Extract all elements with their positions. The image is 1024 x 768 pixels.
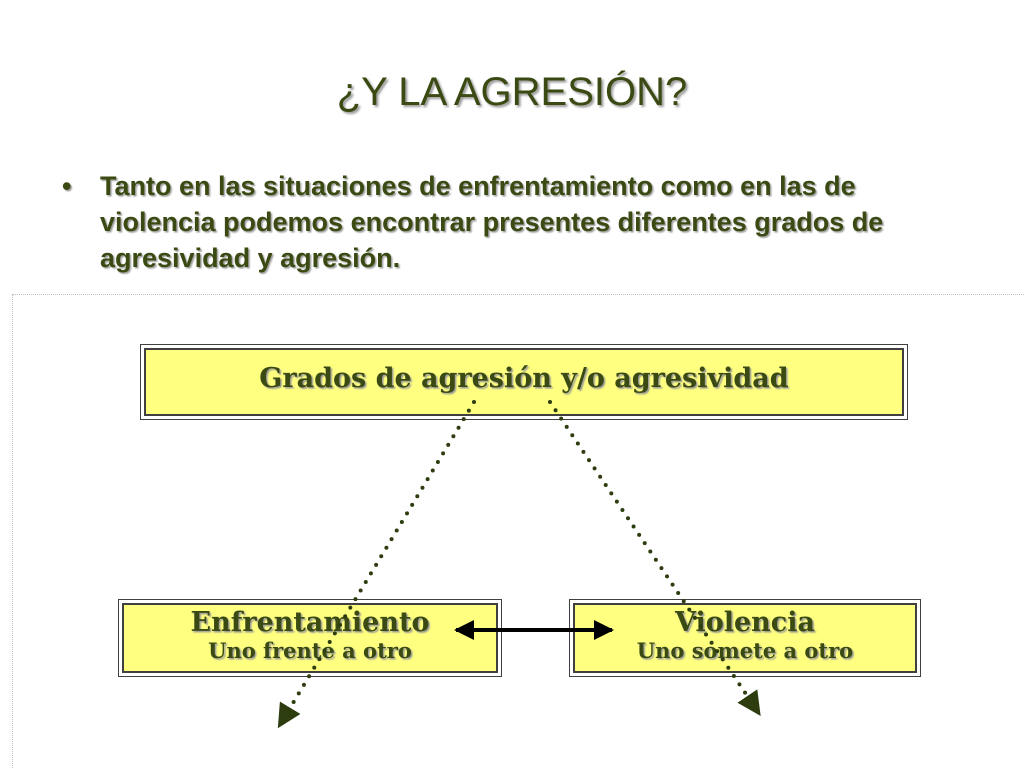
violence-box: Violencia Uno somete a otro: [573, 603, 917, 673]
confrontation-box: Enfrentamiento Uno frente a otro: [122, 603, 498, 673]
violence-label: Violencia: [675, 607, 815, 638]
aggression-degrees-box: Grados de agresión y/o agresividad: [144, 348, 904, 416]
confrontation-label: Enfrentamiento: [190, 607, 430, 638]
slide-title: ¿Y LA AGRESIÓN?: [336, 70, 688, 114]
bullet-dot-icon: •: [62, 171, 72, 201]
aggression-degrees-label: Grados de agresión y/o agresividad: [259, 363, 789, 394]
violence-sublabel: Uno somete a otro: [636, 638, 854, 663]
bullet-item: • Tanto en las situaciones de enfrentami…: [62, 168, 962, 276]
confrontation-sublabel: Uno frente a otro: [208, 638, 412, 663]
bullet-text: Tanto en las situaciones de enfrentamien…: [100, 171, 884, 273]
diagram-area: [12, 294, 1024, 768]
